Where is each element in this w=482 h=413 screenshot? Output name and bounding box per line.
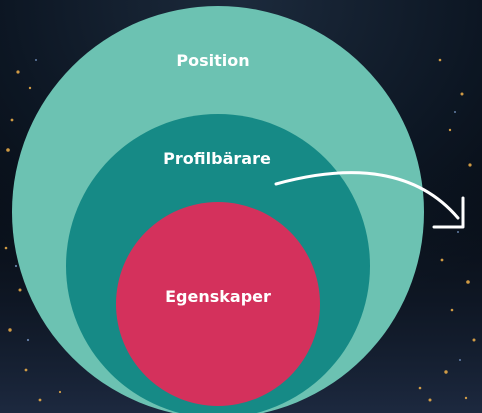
inner-circle-egenskaper (116, 202, 320, 406)
outer-label: Position (176, 51, 249, 70)
inner-label: Egenskaper (165, 287, 271, 306)
middle-label: Profilbärare (163, 149, 271, 168)
curved-arrow-icon (274, 171, 465, 229)
